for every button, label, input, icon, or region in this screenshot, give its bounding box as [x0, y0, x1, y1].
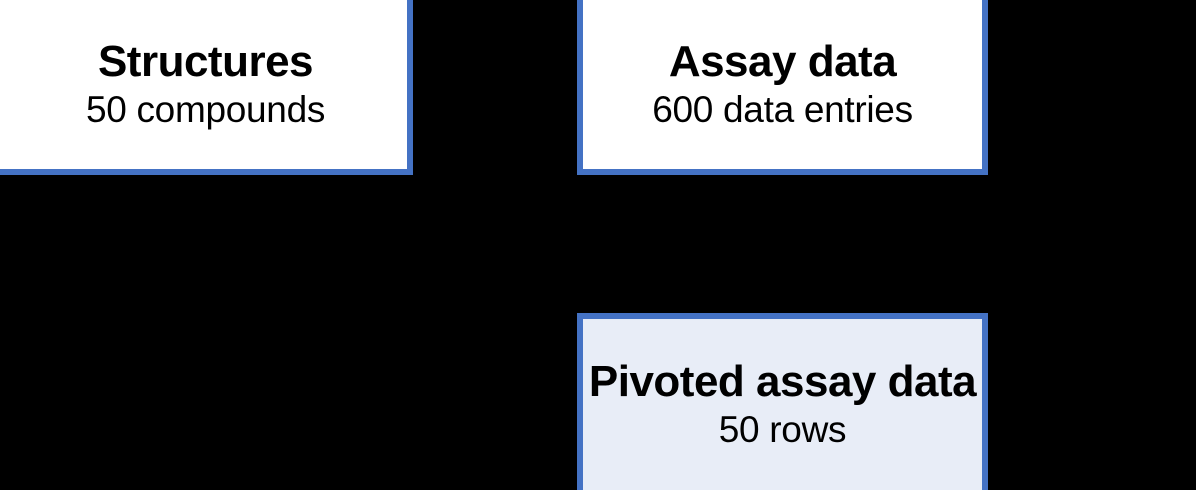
node-assay-data-title: Assay data [668, 36, 897, 86]
node-pivoted-assay-data-content: Pivoted assay data 50 rows [588, 356, 977, 451]
connector-endpoint-assay-data-left [573, 81, 580, 90]
connector-assay-data-to-pivoted-assay-data [782, 171, 787, 317]
node-structures-content: Structures 50 compounds [80, 36, 326, 131]
node-assay-data[interactable]: Assay data 600 data entries [577, 0, 988, 175]
node-structures-subtitle: 50 compounds [85, 89, 326, 131]
node-pivoted-assay-data[interactable]: Pivoted assay data 50 rows [577, 313, 988, 490]
node-structures[interactable]: Structures 50 compounds [0, 0, 413, 175]
node-assay-data-content: Assay data 600 data entries [652, 36, 913, 131]
node-assay-data-subtitle: 600 data entries [652, 89, 913, 131]
node-structures-title: Structures [97, 36, 314, 86]
node-pivoted-assay-data-subtitle: 50 rows [718, 409, 847, 451]
connector-structures-to-assay-data [409, 83, 581, 88]
node-pivoted-assay-data-title: Pivoted assay data [588, 356, 977, 406]
